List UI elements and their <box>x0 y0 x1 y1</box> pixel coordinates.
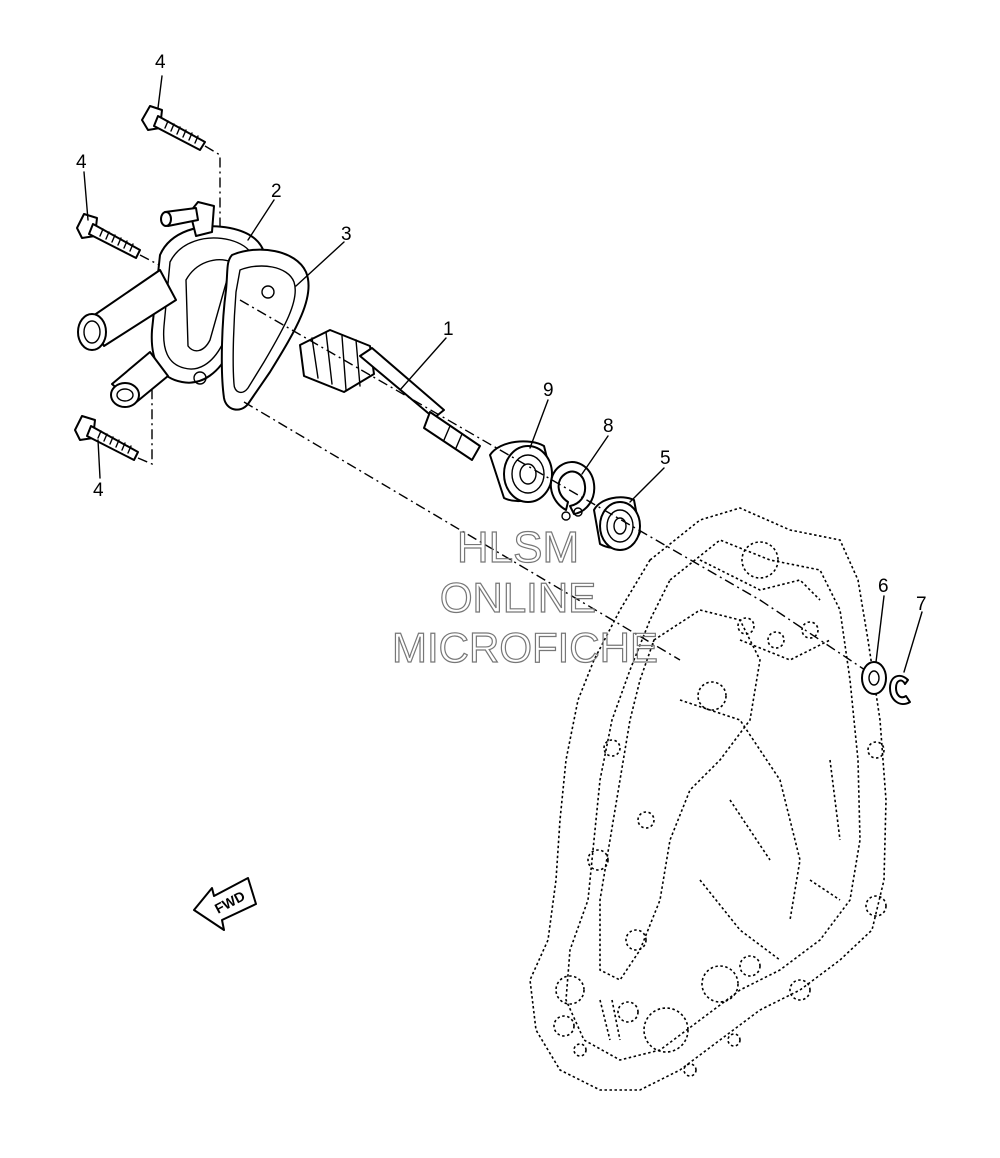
callout-4-top: 4 <box>155 52 166 73</box>
watermark-line-2: ONLINE <box>440 574 596 621</box>
callout-1: 1 <box>443 319 454 340</box>
gasket-inner <box>232 265 296 394</box>
bolt-lower <box>74 415 139 461</box>
washer-6 <box>861 661 887 695</box>
callout-8: 8 <box>603 416 614 437</box>
bolt-upper <box>141 105 206 151</box>
callout-9: 9 <box>543 380 554 401</box>
callout-4-bottom: 4 <box>93 480 104 501</box>
bolt-upper-leader <box>204 145 221 240</box>
callout-4-middle: 4 <box>76 152 87 173</box>
axis-line-2 <box>239 299 881 681</box>
watermark-line-3: MICROFICHE <box>392 624 658 671</box>
gasket <box>220 248 310 411</box>
watermark-line-1: HLSM <box>457 523 579 572</box>
callout-6: 6 <box>878 576 889 597</box>
bolt-middle <box>76 213 141 259</box>
axis-line <box>243 401 681 661</box>
watermark: HLSM ONLINE MICROFICHE <box>391 522 658 671</box>
bolt-lower-leader <box>137 390 153 466</box>
callout-5: 5 <box>660 448 671 469</box>
bearing-9 <box>489 440 553 503</box>
e-clip-7 <box>889 674 911 706</box>
seal-5 <box>593 496 641 551</box>
leader-lines <box>83 75 923 673</box>
fwd-direction-arrow: FWD <box>193 877 257 931</box>
callout-2: 2 <box>271 181 282 202</box>
impeller-shaft <box>299 329 481 461</box>
circlip-8 <box>550 461 596 521</box>
callout-3: 3 <box>341 224 352 245</box>
crankcase-cover <box>529 507 887 1091</box>
callout-7: 7 <box>916 594 927 615</box>
